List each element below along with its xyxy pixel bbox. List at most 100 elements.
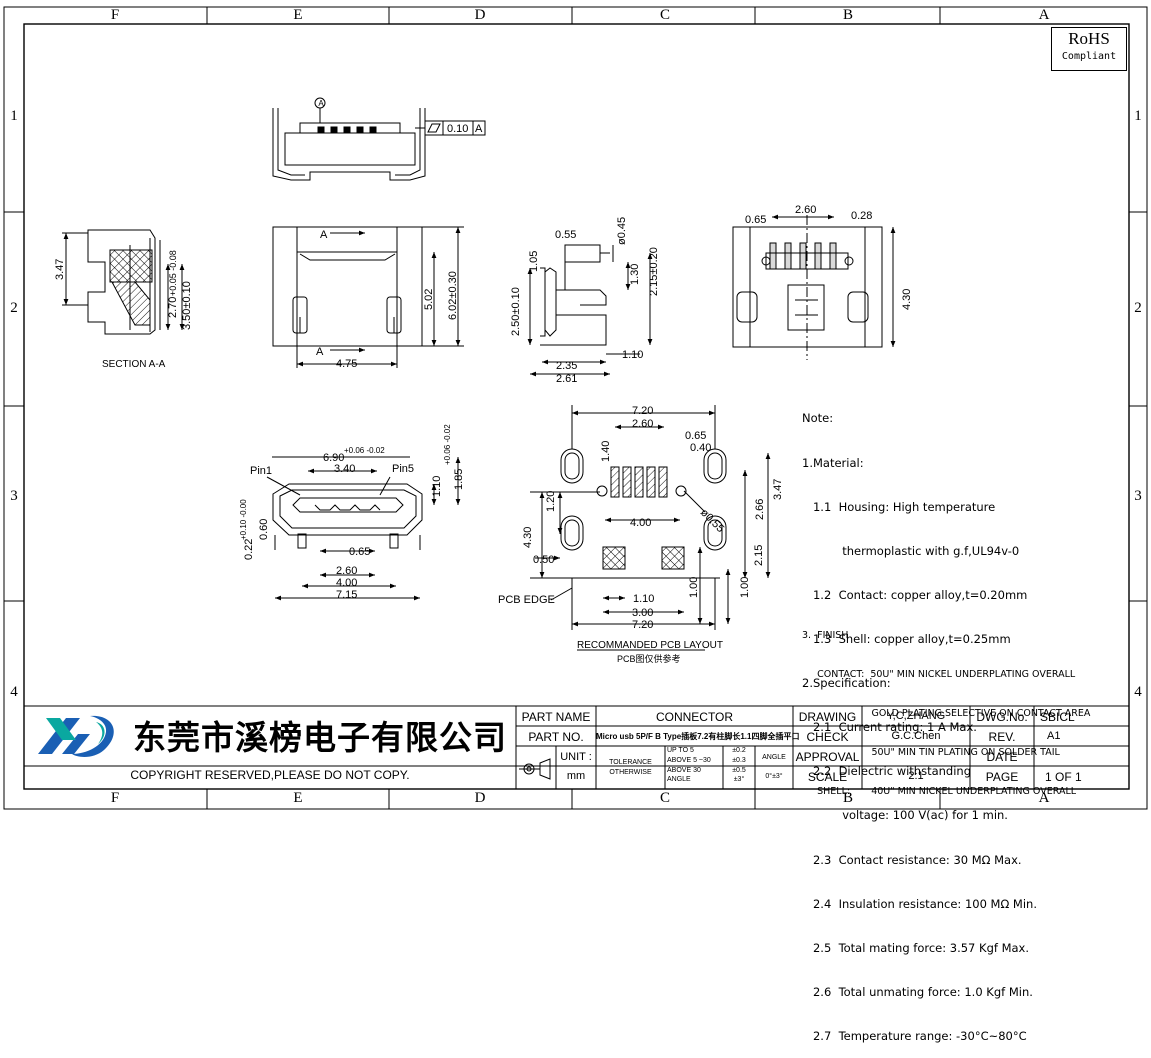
rev-label: REV. — [988, 730, 1016, 744]
pin5-label: Pin5 — [392, 463, 414, 475]
rohs-title: RoHS — [1068, 29, 1110, 48]
dim-pcb-347: 3.47 — [772, 479, 784, 500]
zone-top-b: B — [842, 7, 853, 23]
tol-range-4: ANGLE — [667, 776, 691, 783]
section-marker-top: A — [320, 229, 328, 241]
finish-line: SHELL: 40U" MIN NICKEL UNDERPLATING OVER… — [802, 786, 1077, 797]
rohs-box: RoHS Compliant — [1051, 27, 1127, 71]
dim-side-130: 1.30 — [629, 264, 641, 285]
dim-flatness: 0.10 — [447, 123, 468, 135]
dim-pcb-300: 3.00 — [632, 607, 653, 619]
dim-side-261: 2.61 — [556, 373, 577, 385]
dim-sec-270: 2.70 — [167, 297, 179, 318]
dim-pcb-266: 2.66 — [754, 499, 766, 520]
dim-fr-060: 0.60 — [258, 519, 270, 540]
dim-fr-065: 0.65 — [349, 546, 370, 558]
zone-bottom-f: F — [110, 790, 120, 806]
dim-pcb-120: 1.20 — [545, 491, 557, 512]
drawing-label: DRAWING — [798, 710, 857, 724]
dim-bot-065: 0.65 — [745, 214, 766, 226]
finish-block: 3. FINISH CONTACT: 50U" MIN NICKEL UNDER… — [802, 603, 1090, 811]
dwg-no-value: SBICL — [1040, 710, 1075, 724]
dim-side-045: ø0.45 — [616, 217, 628, 245]
bottom-view — [732, 214, 896, 360]
zone-left-2: 2 — [10, 300, 18, 316]
zone-top-f: F — [110, 7, 120, 23]
dim-fr-690: 6.90 — [323, 452, 344, 464]
note-line: 2.2 Dielectric withstanding — [802, 764, 972, 779]
company-logo — [38, 715, 114, 757]
dim-fr-715: 7.15 — [336, 589, 357, 601]
pcb-layout-view — [530, 405, 771, 651]
dim-pcb-065: 0.65 — [685, 430, 706, 442]
dim-pcb-720b: 7.20 — [632, 619, 653, 631]
dim-top-502: 5.02 — [423, 289, 435, 310]
pcb-edge-label: PCB EDGE — [498, 594, 555, 606]
dim-pcb-040: 0.40 — [690, 442, 711, 454]
finish-line: CONTACT: 50U" MIN NICKEL UNDERPLATING OV… — [802, 669, 1076, 680]
zone-bottom-a: A — [1038, 790, 1050, 806]
dim-pcb-050: 0.50 — [533, 554, 554, 566]
part-no-label: PART NO. — [528, 730, 584, 744]
dim-fr-340: 3.40 — [334, 463, 355, 475]
tol-range-1: UP TO 5 — [667, 747, 694, 754]
company-name: 东莞市溪榜电子有限公司 — [133, 718, 507, 757]
dim-side-110: 1.10 — [622, 349, 643, 361]
title-block-grid — [24, 705, 1129, 789]
note-line: 2.6 Total unmating force: 1.0 Kgf Min. — [802, 984, 1033, 999]
zone-left-4: 4 — [10, 684, 18, 700]
copyright-text: COPYRIGHT RESERVED,PLEASE DO NOT COPY. — [130, 768, 410, 782]
rohs-subtitle: Compliant — [1061, 51, 1117, 62]
note-line: 1.2 Contact: copper alloy,t=0.20mm — [802, 587, 1028, 602]
dim-fr-110: 1.10 — [431, 476, 443, 497]
note-line: 2.7 Temperature range: -30°C~80°C — [802, 1028, 1027, 1043]
section-a-a-view — [62, 229, 185, 335]
angle-tolerance: 0°±3° — [765, 773, 783, 780]
tol-range-3: ABOVE 30 — [667, 767, 701, 774]
zone-bottom-c: C — [659, 790, 670, 806]
part-no-value: Micro usb 5P/F B Type插板7.2有柱脚长1.1四脚全插平口 — [596, 732, 800, 741]
note-line: 2.4 Insulation resistance: 100 MΩ Min. — [802, 896, 1037, 911]
pin1-label: Pin1 — [250, 465, 272, 477]
zone-bottom-d: D — [474, 790, 486, 806]
dim-fr-185-tol: +0.06 -0.02 — [443, 424, 452, 465]
note-line: 2.3 Contact resistance: 30 MΩ Max. — [802, 852, 1022, 867]
zone-bottom-b: B — [842, 790, 853, 806]
part-name-value: CONNECTOR — [655, 710, 734, 724]
section-marker-bottom: A — [316, 346, 324, 358]
angle-label: ANGLE — [762, 754, 786, 761]
note-line: Note: — [802, 411, 834, 426]
unit-value: mm — [566, 770, 586, 782]
recommended-layout-label: RECOMMANDED PCB LAYOUT — [577, 640, 723, 651]
zone-bottom-e: E — [293, 790, 303, 806]
dwg-no-label: DWG.No. — [976, 710, 1028, 724]
dim-sec-350: 3.50±0.10 — [181, 281, 193, 330]
page-value: 1 OF 1 — [1045, 770, 1082, 784]
zone-top-c: C — [659, 7, 670, 23]
date-label: DATE — [986, 750, 1018, 764]
drawing-value: Y,C,ZHANG — [886, 710, 946, 722]
tol-value-2: ±0.3 — [732, 757, 746, 764]
layout-note-cn: PCB图仅供参考 — [617, 653, 681, 664]
dim-side-235: 2.35 — [556, 360, 577, 372]
tol-value-3: ±0.5 — [732, 767, 746, 774]
side-view — [527, 244, 653, 377]
dim-bot-260: 2.60 — [795, 204, 816, 216]
dim-pcb-260: 2.60 — [632, 418, 653, 430]
finish-line: 3. FINISH — [802, 630, 849, 641]
tol-range-2: ABOVE 5 ~30 — [667, 757, 711, 764]
datum-a-label: A — [318, 99, 324, 108]
dim-sec-270-tol: +0.05 -0.08 — [168, 250, 178, 296]
dim-bot-430: 4.30 — [901, 289, 913, 310]
note-line: 1.3 Shell: copper alloy,t=0.25mm — [802, 631, 1011, 646]
dim-pcb-140: 1.40 — [600, 441, 612, 462]
dim-pcb-100a: 1.00 — [688, 577, 700, 598]
zone-left-3: 3 — [10, 488, 18, 504]
unit-label: UNIT : — [560, 751, 592, 763]
finish-line: GOLD PLATING SELECTIVE ON CONTACT AREA — [802, 708, 1091, 719]
dim-fr-260: 2.60 — [336, 565, 357, 577]
zone-top-e: E — [293, 7, 303, 23]
dim-fr-185: 1.85 — [453, 469, 465, 490]
note-line: thermoplastic with g.f,UL94v-0 — [802, 543, 1020, 558]
zone-right-1: 1 — [1134, 108, 1142, 124]
